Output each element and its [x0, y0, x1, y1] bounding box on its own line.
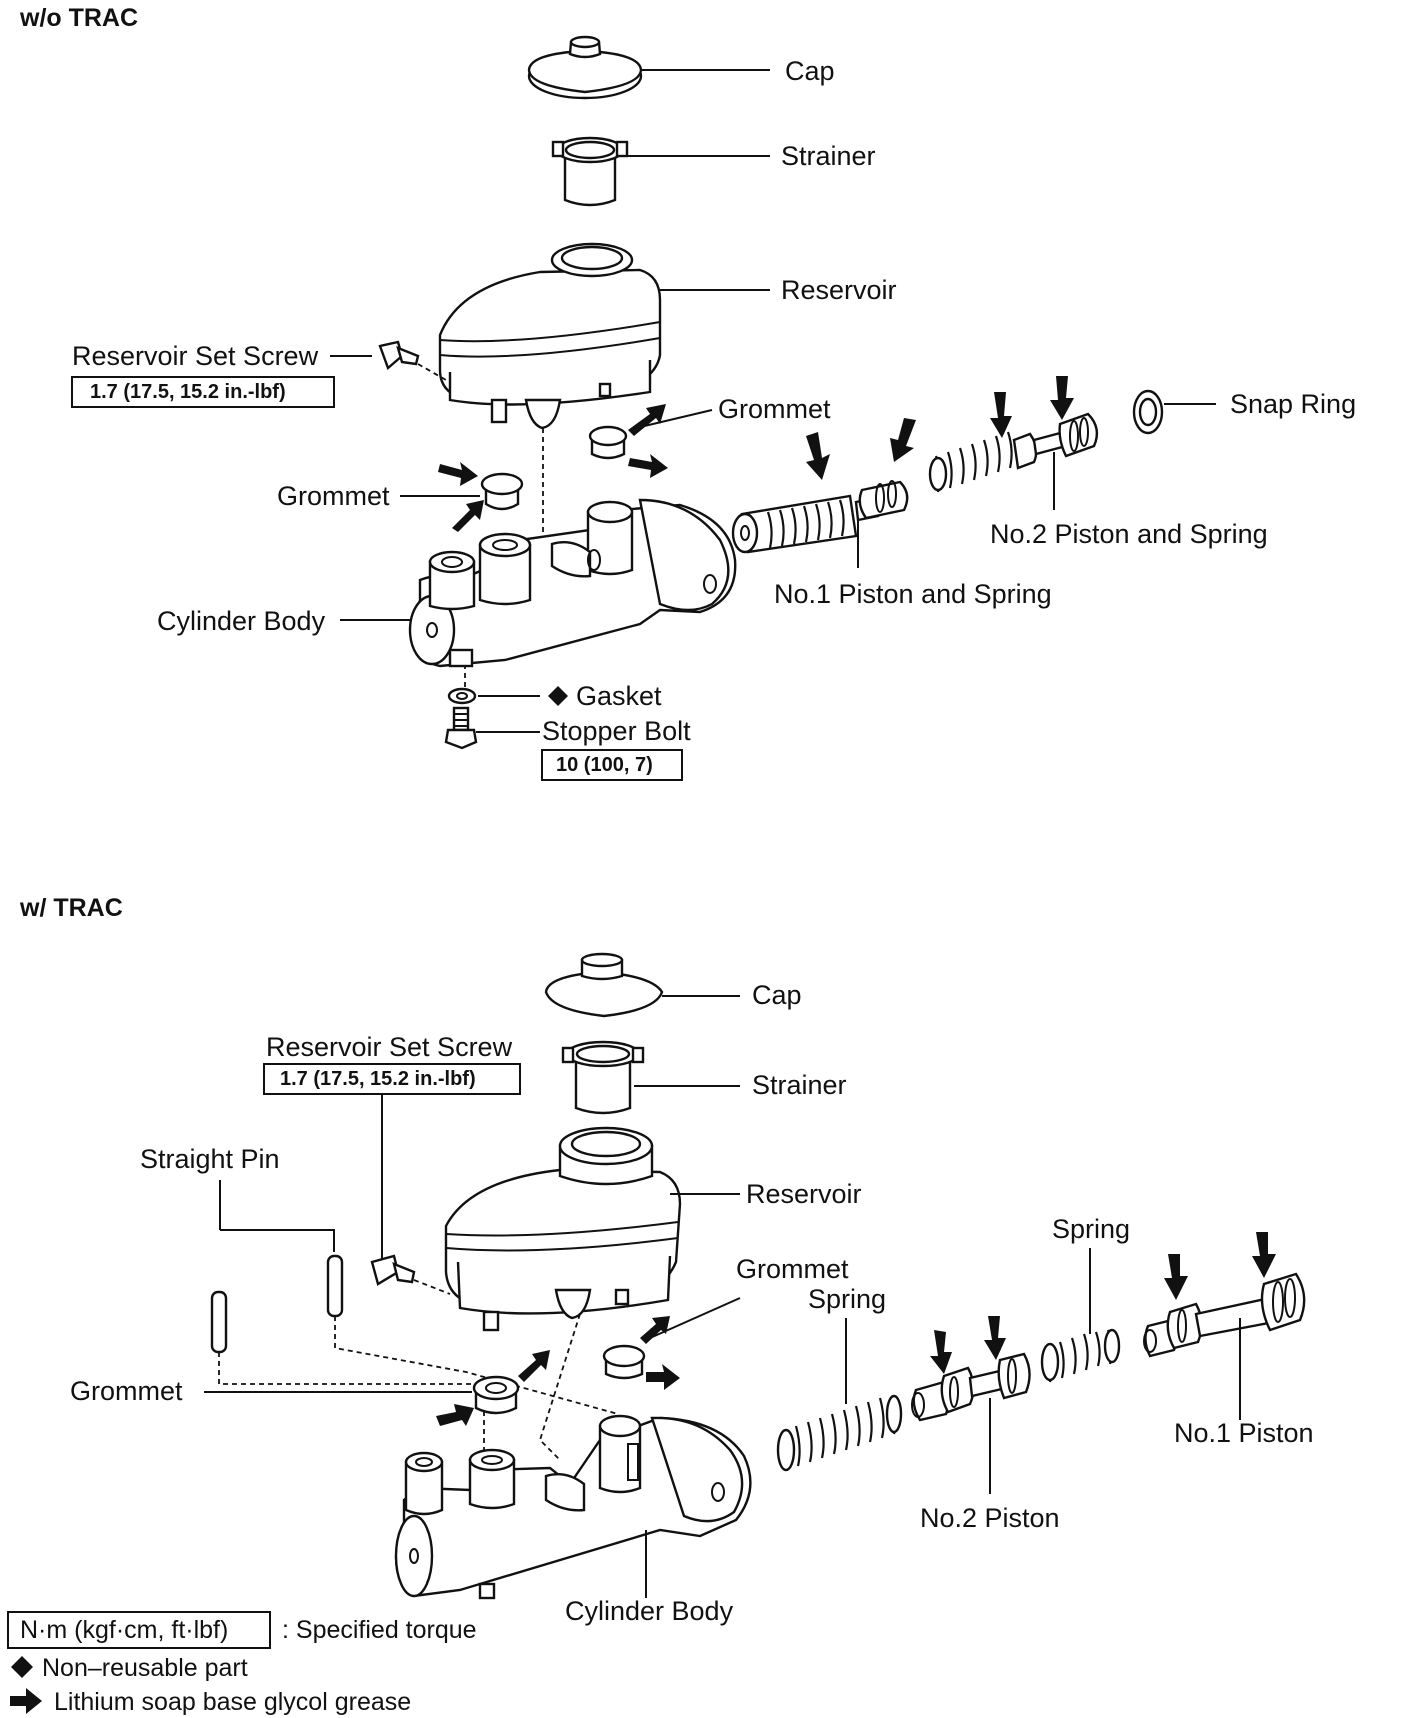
leader-grommet-right-bottom — [649, 1297, 741, 1339]
legend-torque-unit: N·m (kgf·cm, ft·lbf) — [20, 1616, 228, 1644]
grease-arrow-icon — [438, 462, 478, 486]
cylinder-body-part — [408, 498, 737, 668]
label-reservoir-set-screw: Reservoir Set Screw — [72, 341, 319, 371]
reservoir-set-screw-part — [378, 340, 420, 371]
no2-piston-part-bottom — [911, 1352, 1031, 1422]
grommet-left-part-bottom — [472, 1375, 520, 1415]
stopper-bolt-part — [444, 706, 478, 750]
legend-non-reusable: Non–reusable part — [42, 1654, 248, 1682]
reservoir-set-screw-part-bottom — [370, 1254, 416, 1286]
label-grommet-right: Grommet — [718, 394, 831, 424]
grease-arrow-icon — [518, 1350, 550, 1382]
grease-arrow-icon — [640, 1316, 670, 1344]
snap-ring-part — [1132, 389, 1164, 435]
label-cylinder-body: Cylinder Body — [157, 606, 326, 636]
legend-torque-box — [7, 1611, 271, 1649]
grease-arrow-icon — [890, 418, 916, 462]
grease-arrow-icon — [930, 1330, 952, 1374]
straight-pin-part — [210, 1254, 344, 1354]
grommet-right-part — [588, 425, 628, 460]
grease-arrow-icon — [628, 404, 666, 436]
legend-torque-desc: : Specified torque — [282, 1616, 477, 1644]
label-stopper-bolt: Stopper Bolt — [542, 716, 691, 746]
label-strainer-bottom: Strainer — [752, 1070, 847, 1100]
dash-reservoir-cyl-bottom — [538, 1313, 581, 1461]
leader-straight-pin-branch — [220, 1229, 335, 1252]
label-cylinder-body-bottom: Cylinder Body — [565, 1596, 734, 1626]
torque-set-screw: 1.7 (17.5, 15.2 in.-lbf) — [90, 381, 286, 403]
label-strainer: Strainer — [781, 141, 876, 171]
grease-arrow-icon — [1050, 376, 1074, 420]
torque-box-set-screw — [71, 376, 335, 408]
reservoir-part-bottom — [444, 1126, 682, 1332]
label-reservoir: Reservoir — [781, 275, 897, 305]
torque-stopper-bolt: 10 (100, 7) — [556, 754, 653, 776]
section-title-wo-trac: w/o TRAC — [19, 4, 138, 32]
gasket-part — [447, 687, 477, 705]
grease-arrow-icon — [990, 392, 1012, 438]
grease-arrow-icon — [984, 1316, 1006, 1360]
label-reservoir-set-screw-bottom: Reservoir Set Screw — [266, 1032, 513, 1062]
spring-left-part — [776, 1394, 903, 1472]
label-reservoir-bottom: Reservoir — [746, 1179, 862, 1209]
grease-arrow-icon — [628, 454, 668, 478]
grommet-left-part — [480, 472, 524, 511]
grommet-right-part-bottom — [602, 1344, 646, 1380]
cap-part — [527, 35, 643, 100]
label-no2-piston-spring: No.2 Piston and Spring — [990, 519, 1268, 549]
label-grommet-left: Grommet — [277, 481, 390, 511]
cap-part-bottom — [544, 952, 664, 1018]
strainer-part-bottom — [561, 1040, 645, 1115]
leader-grommet-right — [635, 409, 713, 429]
no2-piston-and-spring-part — [928, 412, 1099, 493]
torque-box-stopper-bolt — [541, 749, 683, 781]
label-grommet-right-bottom: Grommet — [736, 1254, 849, 1284]
label-straight-pin: Straight Pin — [140, 1144, 280, 1174]
dash-pin-left — [218, 1352, 485, 1466]
grease-arrow-icon — [646, 1364, 680, 1390]
label-cap: Cap — [785, 56, 835, 86]
strainer-part — [551, 136, 629, 207]
grease-arrow-icon — [1164, 1254, 1188, 1300]
grease-arrow-icon — [452, 500, 484, 532]
dash-set-screw-bottom — [413, 1279, 451, 1295]
diamond-icon — [548, 686, 568, 706]
label-snap-ring: Snap Ring — [1230, 389, 1356, 419]
label-spring-right: Spring — [1052, 1214, 1130, 1244]
diamond-icon — [11, 1656, 33, 1678]
label-grommet-left-bottom: Grommet — [70, 1376, 183, 1406]
dash-pin-right — [334, 1316, 619, 1415]
legend: N·m (kgf·cm, ft·lbf) : Specified torque … — [7, 1611, 477, 1716]
label-no2-piston-bottom: No.2 Piston — [920, 1503, 1060, 1533]
label-no1-piston-bottom: No.1 Piston — [1174, 1418, 1314, 1448]
reservoir-part — [438, 242, 662, 430]
torque-box-set-screw-bottom — [263, 1063, 521, 1095]
no1-piston-and-spring-part — [731, 480, 909, 554]
label-cap-bottom: Cap — [752, 980, 802, 1010]
cylinder-body-part-bottom — [394, 1414, 752, 1600]
label-no1-piston-spring: No.1 Piston and Spring — [774, 579, 1052, 609]
torque-set-screw-bottom: 1.7 (17.5, 15.2 in.-lbf) — [280, 1068, 476, 1090]
label-spring-left: Spring — [808, 1284, 886, 1314]
grease-arrow-icon — [436, 1404, 474, 1426]
legend-grease: Lithium soap base glycol grease — [54, 1688, 411, 1716]
spring-right-part — [1040, 1328, 1121, 1383]
grease-arrow-icon — [806, 432, 830, 480]
label-gasket: Gasket — [576, 681, 662, 711]
grease-arrow-icon — [1252, 1232, 1276, 1278]
section-title-w-trac: w/ TRAC — [19, 894, 123, 922]
thick-arrow-icon — [10, 1688, 42, 1714]
no1-piston-part-bottom — [1143, 1272, 1306, 1358]
